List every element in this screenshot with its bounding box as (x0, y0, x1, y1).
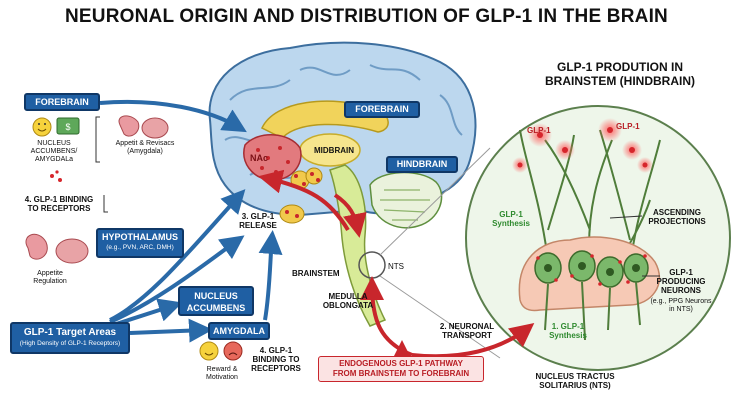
nac-label: NAc (250, 153, 269, 163)
midbrain-label: MIDBRAIN (314, 146, 354, 155)
hindbrain-brain-label: HINDBRAIN (386, 156, 458, 173)
reward-motivation-label: Reward &Motivation (206, 366, 238, 381)
glp1-target-areas-box: GLP-1 Target Areas (High Density of GLP-… (10, 322, 130, 354)
inset-title: GLP-1 PRODUTION IN BRAINSTEM (HINDBRAIN) (545, 60, 695, 88)
brainstem-label: BRAINSTEM (292, 269, 340, 278)
glp1-label-left: GLP-1 (527, 126, 551, 135)
brain-illustration (208, 41, 477, 327)
svg-text:$: $ (65, 122, 70, 132)
forebrain-brain-label: FOREBRAIN (344, 101, 420, 118)
diagram-title: NEURONAL ORIGIN AND DISTRIBUTION OF GLP-… (65, 6, 668, 27)
blue-arrows (99, 99, 283, 343)
zoom-connector (379, 147, 501, 359)
amygdala-box: AMYGDALA (208, 322, 270, 340)
appetit-revisacs-label: Appetit & Revisacs(Amygdala) (115, 140, 175, 155)
forebrain-box: FOREBRAIN (24, 93, 100, 111)
hypothalamus-box: HYPOTHALAMUS (e.g., PVN, ARC, DMH) (96, 228, 184, 258)
left-icons: $ (25, 115, 243, 361)
inset-illustration (465, 105, 731, 371)
nts-label: NTS (388, 262, 404, 271)
glp1-label-right: GLP-1 (616, 122, 640, 131)
